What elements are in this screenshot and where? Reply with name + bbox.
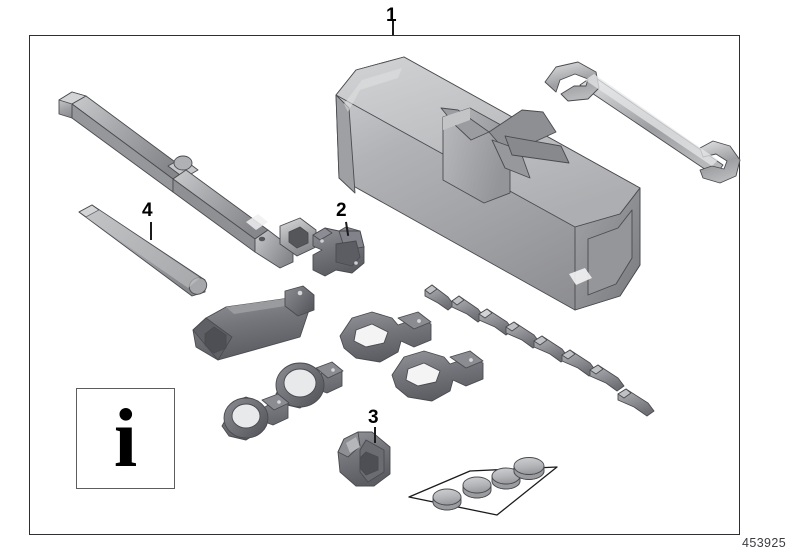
- information-icon: i: [113, 391, 138, 485]
- part-plug-cap-card: [408, 457, 558, 516]
- bit-4: [505, 321, 541, 349]
- part-crowfoot-wrench-small: [391, 350, 484, 402]
- part-open-end-wrench: [544, 61, 741, 184]
- part-screwdriver-bits: [424, 284, 655, 417]
- bit-1: [424, 284, 455, 311]
- part-socket-adapter: [337, 431, 391, 487]
- callout-label-2: 2: [336, 200, 347, 221]
- callout-leader-3: [374, 427, 376, 443]
- bit-8: [617, 388, 655, 417]
- part-square-drive-extension: [192, 285, 315, 361]
- part-reference-number: 453925: [742, 536, 787, 550]
- callout-label-4: 4: [142, 200, 153, 221]
- callout-leader-1: [392, 21, 394, 35]
- bit-7: [589, 364, 625, 392]
- part-crowfoot-wrench-large: [339, 311, 432, 363]
- part-ratchet-adapter: [312, 226, 365, 277]
- callout-leader-4: [150, 222, 152, 240]
- part-tool-kit-case: [335, 56, 641, 311]
- part-extension-rod: [78, 204, 208, 297]
- information-symbol-box: i: [76, 388, 175, 489]
- part-ring-spanner-small: [221, 393, 290, 441]
- plug-caps: [432, 457, 545, 511]
- part-telescoping-handle: [58, 91, 317, 269]
- callout-label-1: 1: [386, 5, 397, 26]
- part-ring-spanner-large: [275, 361, 344, 409]
- callout-label-3: 3: [368, 407, 379, 428]
